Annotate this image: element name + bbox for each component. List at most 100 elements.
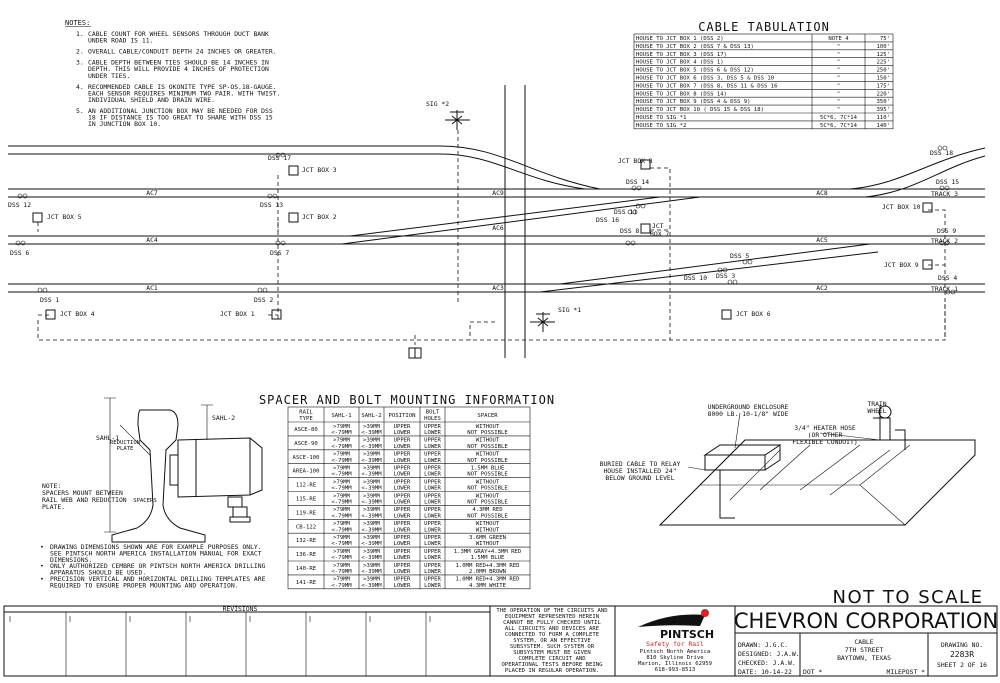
junction-box-label: JCT BOX 10 <box>882 203 921 211</box>
rail-type: AREA-100 <box>293 469 320 475</box>
spacer-cell: UPPER <box>424 424 441 430</box>
spacer-cell: UPPER <box>394 535 411 541</box>
spacer-cell: <-39MM <box>361 527 382 533</box>
spacers-label: SPACERS <box>133 498 157 504</box>
track-circuit-label: AC9 <box>492 189 504 197</box>
disclaimer-line: SUBSYSTEM MUST BE GIVEN <box>513 650 590 656</box>
spacer-cell: UPPER <box>394 438 411 444</box>
cable-length: 395' <box>877 107 890 113</box>
rail-type: CB-122 <box>296 524 316 530</box>
wheel-sensor-icon <box>42 287 48 293</box>
spacer-cell: LOWER <box>394 444 411 450</box>
bullet-line: SEE PINTSCH NORTH AMERICA INSTALLATION M… <box>50 549 262 557</box>
cable-type: " <box>837 60 840 66</box>
bullet-icon: • <box>40 543 44 551</box>
sensor-label: DSS 10 <box>684 274 707 282</box>
note-line: DEPTH. THIS WILL PROVIDE 4 INCHES OF PRO… <box>88 65 269 73</box>
sensor-label: DSS 11 <box>614 208 637 216</box>
spacer-cell: UPPER <box>394 507 411 513</box>
cable-run: HOUSE TO JCT BOX 4 (DSS 1) <box>636 60 724 66</box>
spacer-cell: WITHOUT <box>476 493 500 499</box>
rail-type: 140-RE <box>296 566 317 572</box>
disclaimer-line: CONNECTED TO FORM A COMPLETE <box>505 632 600 638</box>
bullet-line: APPARATUS SHOULD BE USED. <box>50 569 146 577</box>
spacer-cell: NOT POSSIBLE <box>467 472 508 478</box>
cable-run: HOUSE TO JCT BOX 7 (DSS 8, DSS 11 & DSS … <box>636 83 777 89</box>
cable-type: 5C*6, 7C*14 <box>820 123 858 129</box>
spacer-cell: UPPER <box>394 563 411 569</box>
spacer-cell: >39MM <box>363 438 380 444</box>
installation-bullets: •DRAWING DIMENSIONS SHOWN ARE FOR EXAMPL… <box>40 543 266 589</box>
rail-type: 141-RE <box>296 580 317 586</box>
spacer-cell: >39MM <box>363 577 380 583</box>
heater-hose-label: FLEXIBLE CONDUIT) <box>792 438 857 446</box>
wheel-sensor-icon <box>635 203 641 209</box>
spacer-cell: 1.3MM GRAY+4.3MM RED <box>454 549 522 555</box>
spacer-cell: >39MM <box>363 563 380 569</box>
cable-length: 125' <box>877 52 890 58</box>
reduction-label: REDUCTION <box>110 440 140 446</box>
cable-run: HOUSE TO JCT BOX 9 (DSS 4 & DSS 9) <box>636 99 751 105</box>
bullet-line: REQUIRED TO ENSURE PROPER MOUNTING AND O… <box>50 581 239 589</box>
spacer-cell: UPPER <box>394 577 411 583</box>
spacer-cell: <-39MM <box>361 583 382 589</box>
notes-block: NOTES: 1.CABLE COUNT FOR WHEEL SENSORS T… <box>65 19 280 128</box>
wheel-sensor-icon <box>262 287 268 293</box>
train-wheel-label: WHEEL <box>867 407 886 415</box>
spacer-cell: >39MM <box>363 479 380 485</box>
notes-list: 1.CABLE COUNT FOR WHEEL SENSORS THROUGH … <box>76 30 280 128</box>
note-line: CABLE DEPTH BETWEEN TIES SHOULD BE 14 IN… <box>88 59 269 67</box>
track-circuit-label: AC1 <box>146 284 158 292</box>
cable-length: 140' <box>877 123 890 129</box>
wheel-sensor-icon <box>625 240 631 246</box>
spacer-cell: <-39MM <box>361 569 382 575</box>
spacer-cell: >39MM <box>363 507 380 513</box>
sensor-label: DSS 7 <box>270 249 289 257</box>
spacer-cell: <-39MM <box>361 555 382 561</box>
wheel-sensor-icon <box>632 209 638 215</box>
cable-type: " <box>837 76 840 82</box>
wheel-sensor-icon <box>280 152 286 158</box>
note-line: INDIVIDUAL SHIELD AND DRAIN WIRE. <box>88 96 215 104</box>
spacer-cell: LOWER <box>394 513 411 519</box>
spacer-cell: LOWER <box>394 500 411 506</box>
junction-box-label: JCT BOX 4 <box>60 310 95 318</box>
wheel-sensor-icon <box>636 185 642 191</box>
cable-length: 250' <box>877 68 890 74</box>
wheel-sensor-icon <box>280 240 286 246</box>
train-wheel-label: TRAIN <box>867 400 886 408</box>
spacer-cell: WITHOUT <box>476 541 500 547</box>
track-circuit-label: AC7 <box>146 189 158 197</box>
spacer-cell: LOWER <box>424 430 441 436</box>
note-number: 4. <box>76 83 84 91</box>
spacer-cell: LOWER <box>394 458 411 464</box>
spacer-cell: <-39MM <box>361 513 382 519</box>
spacer-header: SPACER <box>477 413 498 419</box>
bullet-icon: • <box>40 562 44 570</box>
wheel-sensor-icon <box>631 185 637 191</box>
disclaimer-line: SUBSYSTEM. SUCH SYSTEM OR <box>510 644 595 650</box>
cable-type: 5C*6, 7C*14 <box>820 115 858 121</box>
junction-box-label: JCT BOX 8 <box>618 157 653 165</box>
wheel-sensor-icon <box>945 289 951 295</box>
spacer-cell: 1.0MM RED+4.3MM RED <box>456 563 521 569</box>
wheel-sensor-icon <box>937 145 943 151</box>
cable-length: 75' <box>880 36 890 42</box>
cable-type: " <box>837 99 840 105</box>
heater-hose-label: (OR OTHER <box>808 431 843 439</box>
spacer-cell: 4.3MM RED <box>472 507 503 513</box>
cable-length: 110' <box>877 115 890 121</box>
sensor-note-line: PLATE. <box>42 503 65 511</box>
spacer-cell: UPPER <box>424 452 441 458</box>
wheel-sensor-icon <box>37 287 43 293</box>
spacer-cell: <-39MM <box>361 486 382 492</box>
wheel-sensor-icon <box>17 193 23 199</box>
wheel-sensor-icon <box>15 240 21 246</box>
spacer-cell: 2.0MM BROWN <box>469 569 506 575</box>
sensor-label: DSS 13 <box>260 201 283 209</box>
spacer-cell: UPPER <box>394 424 411 430</box>
